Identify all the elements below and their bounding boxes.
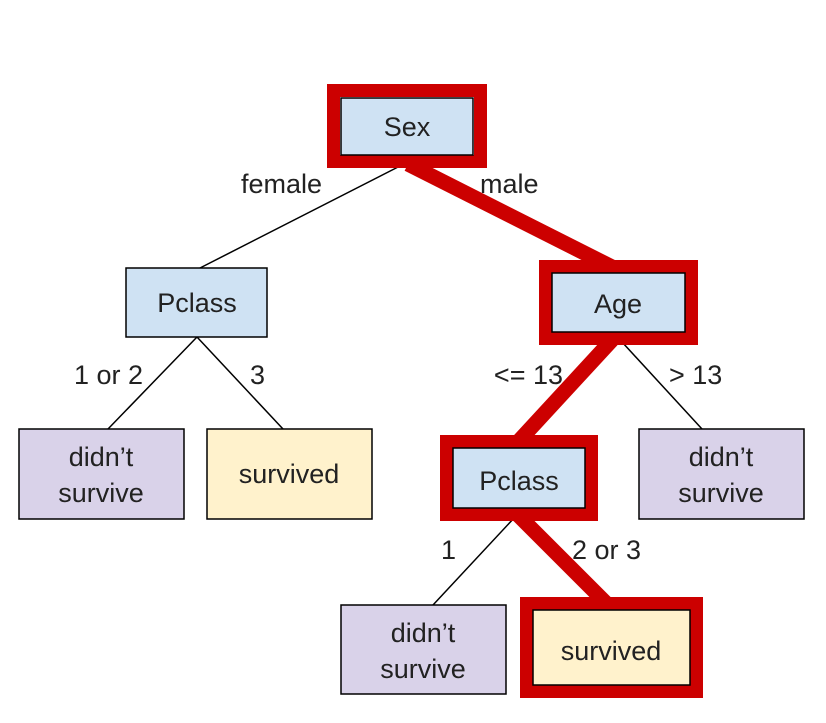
leaf-died-bottom-line1: didn’t xyxy=(391,618,456,648)
edge-label-3: 3 xyxy=(250,360,265,390)
edge-pclass-died-bottom xyxy=(432,516,516,606)
edge-sex-pclass xyxy=(199,165,401,269)
edge-label-gt-13: > 13 xyxy=(669,360,722,390)
leaf-survived-bottom-label: survived xyxy=(561,636,662,666)
edge-label-le-13: <= 13 xyxy=(494,360,563,390)
leaf-died-left-box xyxy=(18,428,185,520)
edge-label-2-or-3: 2 or 3 xyxy=(572,535,641,565)
node-age-box xyxy=(551,272,686,333)
leaf-died-left-line2: survive xyxy=(58,478,144,508)
highlight-frame-pclass xyxy=(440,435,598,521)
node-pclass-left-label: Pclass xyxy=(157,288,237,318)
leaf-died-bottom-line2: survive xyxy=(380,654,466,684)
edge-label-1: 1 xyxy=(441,535,456,565)
node-pclass-right-box xyxy=(452,447,586,509)
node-sex-label: Sex xyxy=(384,112,431,142)
node-sex-box xyxy=(340,97,474,156)
highlight-edge-age-pclass xyxy=(511,334,618,449)
highlight-frame-age xyxy=(539,260,698,345)
highlight-edge-sex-age xyxy=(404,157,622,277)
edge-pclass-survived xyxy=(196,336,284,430)
leaf-died-right-box xyxy=(638,428,805,520)
edge-age-died xyxy=(621,341,703,430)
leaf-died-left-line1: didn’t xyxy=(69,442,134,472)
leaf-died-bottom-box xyxy=(340,604,507,695)
edge-pclass-died xyxy=(107,336,198,430)
edge-label-1-or-2: 1 or 2 xyxy=(74,360,143,390)
leaf-survived-left-label: survived xyxy=(239,459,340,489)
highlight-edge-pclass-survived xyxy=(512,509,614,611)
leaf-survived-bottom-box xyxy=(532,609,691,686)
node-pclass-left-box xyxy=(125,267,268,338)
node-pclass-right-label: Pclass xyxy=(479,466,559,496)
highlight-frame-survived xyxy=(520,597,703,698)
leaf-died-right-line2: survive xyxy=(678,478,764,508)
edge-label-female: female xyxy=(241,169,322,199)
leaf-died-right-line1: didn’t xyxy=(689,442,754,472)
node-age-label: Age xyxy=(594,289,642,319)
leaf-survived-left-box xyxy=(206,428,373,520)
highlight-frame-sex xyxy=(327,84,487,168)
edge-label-male: male xyxy=(480,169,539,199)
